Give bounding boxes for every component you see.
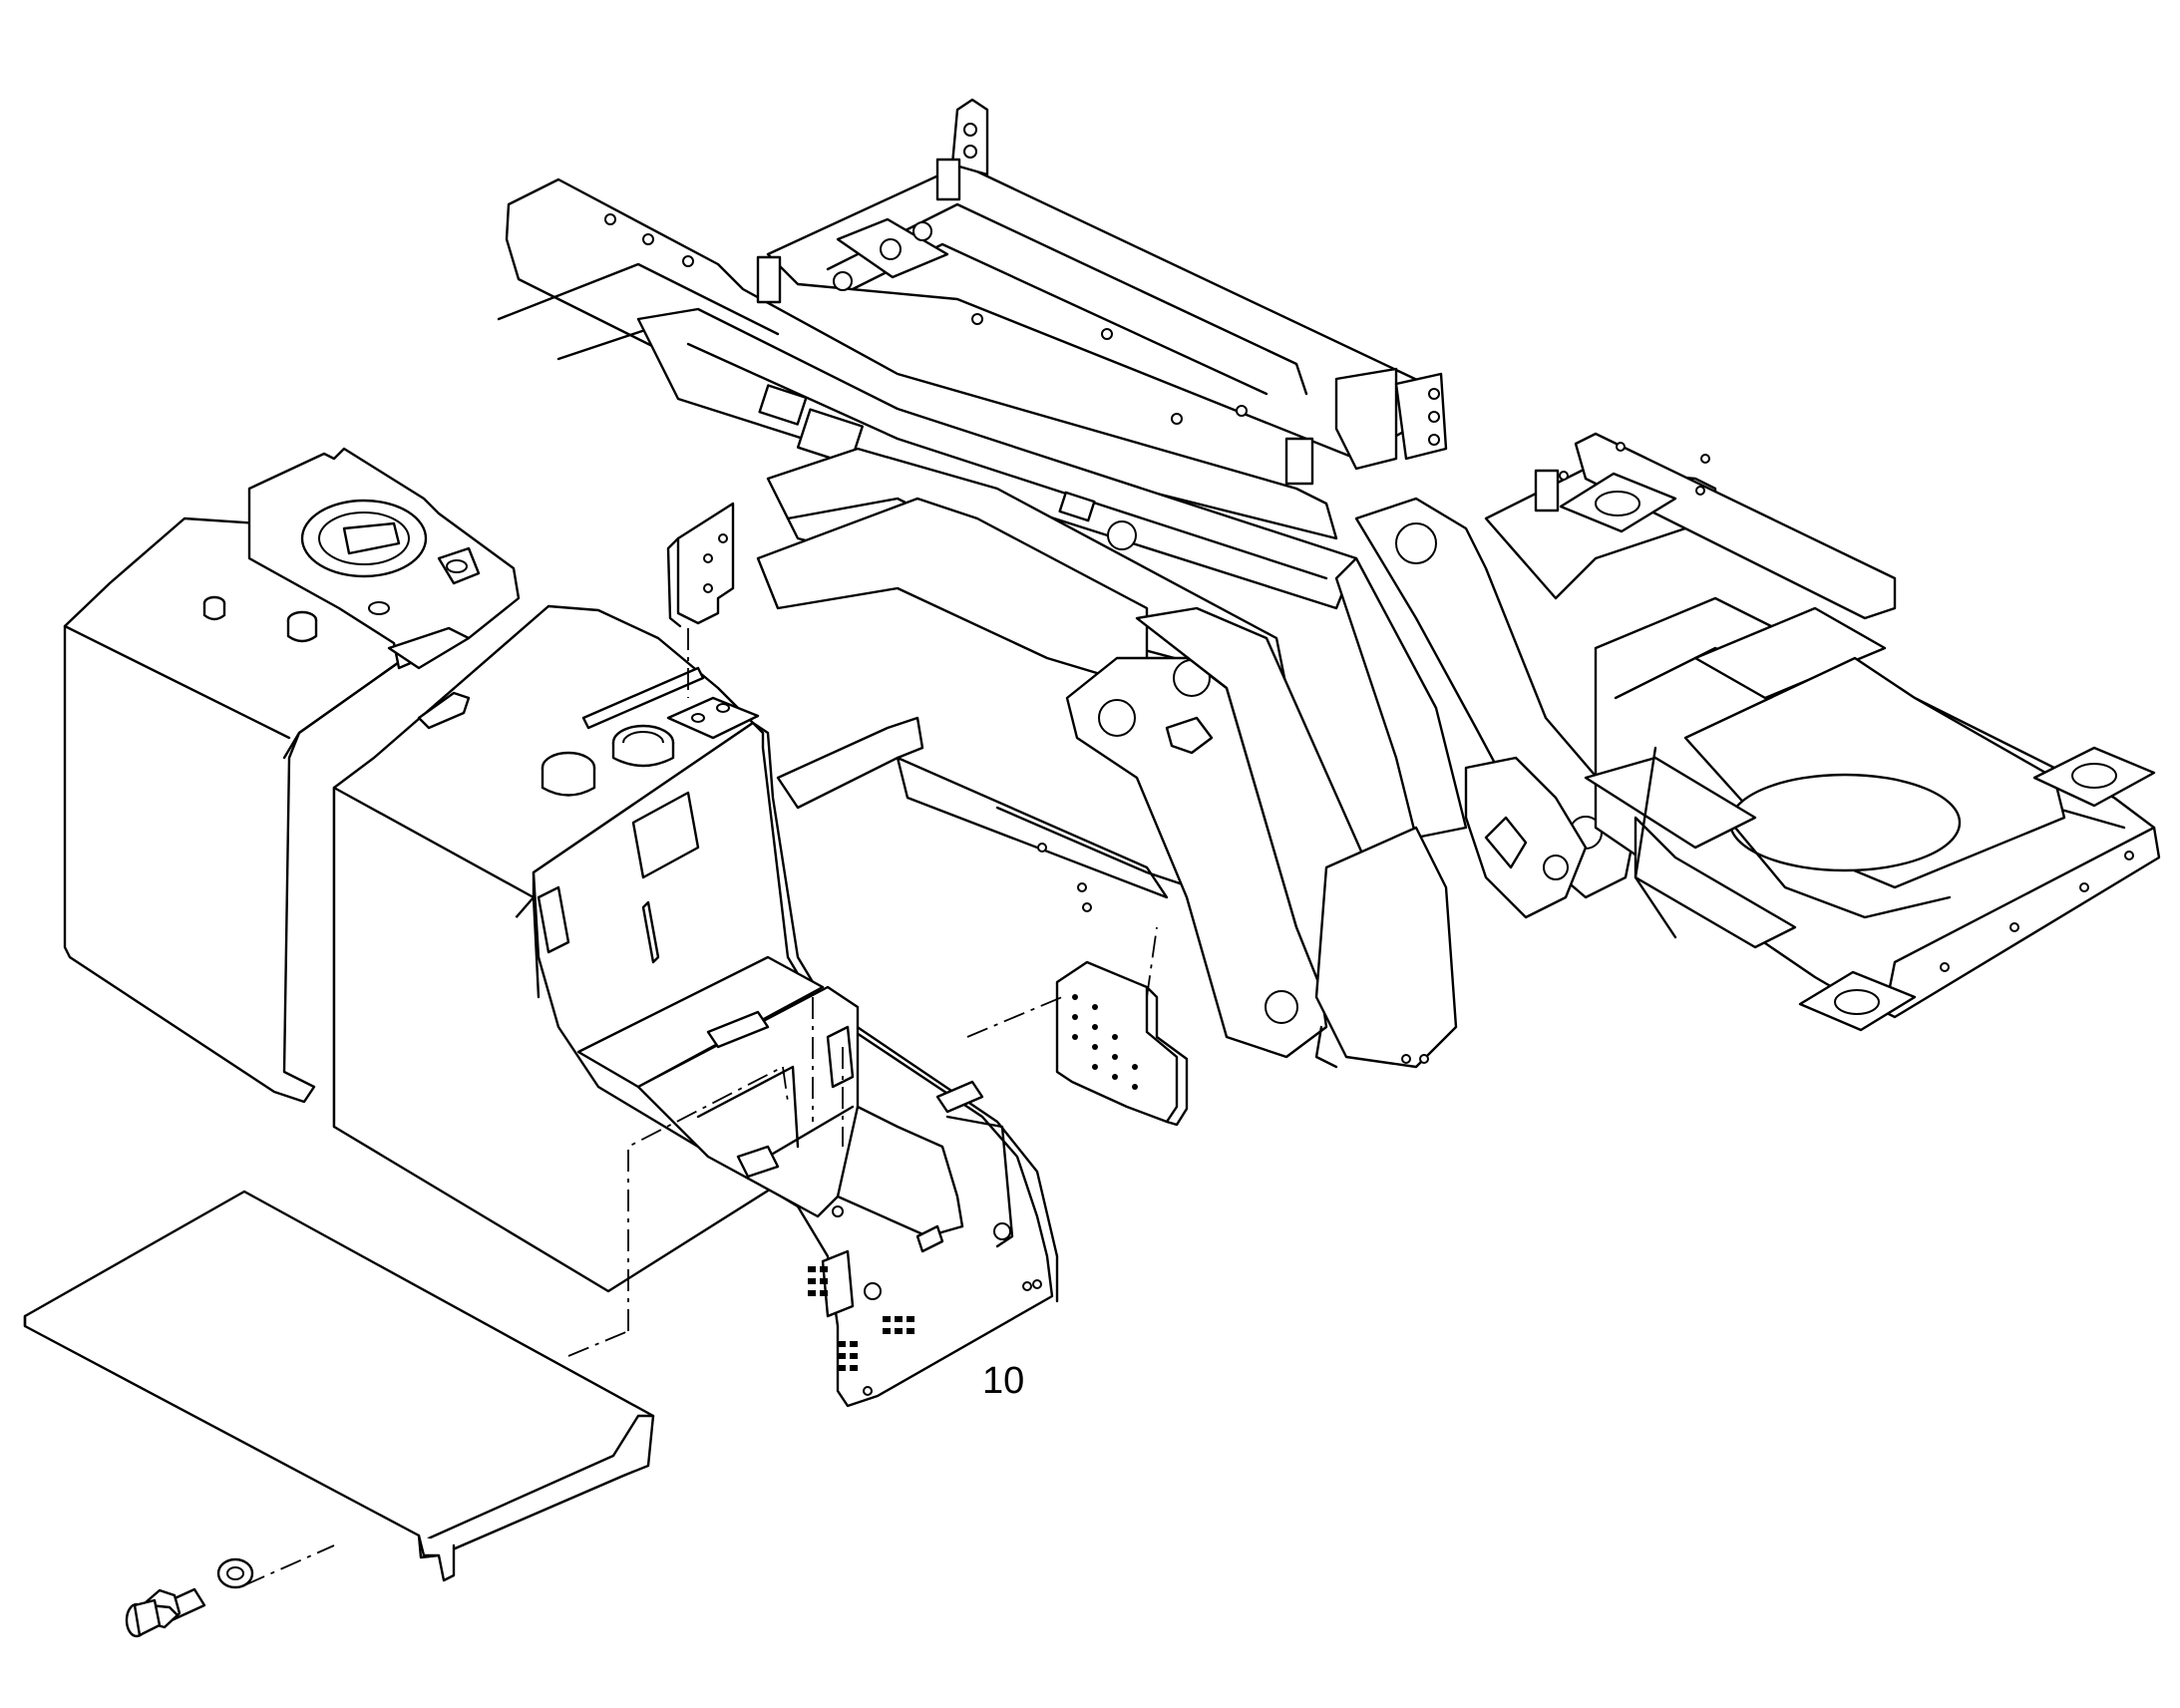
bolt-and-washer — [125, 1557, 254, 1638]
assembly-lines — [243, 926, 1158, 1586]
washer — [216, 1557, 254, 1589]
item-10-side-cover — [532, 721, 1059, 1408]
bottom-cover-plate — [23, 1190, 655, 1582]
callout-item-10: 10 — [982, 1360, 1024, 1402]
left-fuel-tank — [63, 447, 521, 1104]
counterweight-plate — [1055, 960, 1189, 1127]
rear-frame — [1484, 432, 2161, 1032]
mounting-bracket — [666, 502, 760, 740]
loader-arms — [1065, 497, 1637, 1069]
cover-vent-grille — [808, 1266, 914, 1371]
hex-bolt — [125, 1587, 206, 1638]
